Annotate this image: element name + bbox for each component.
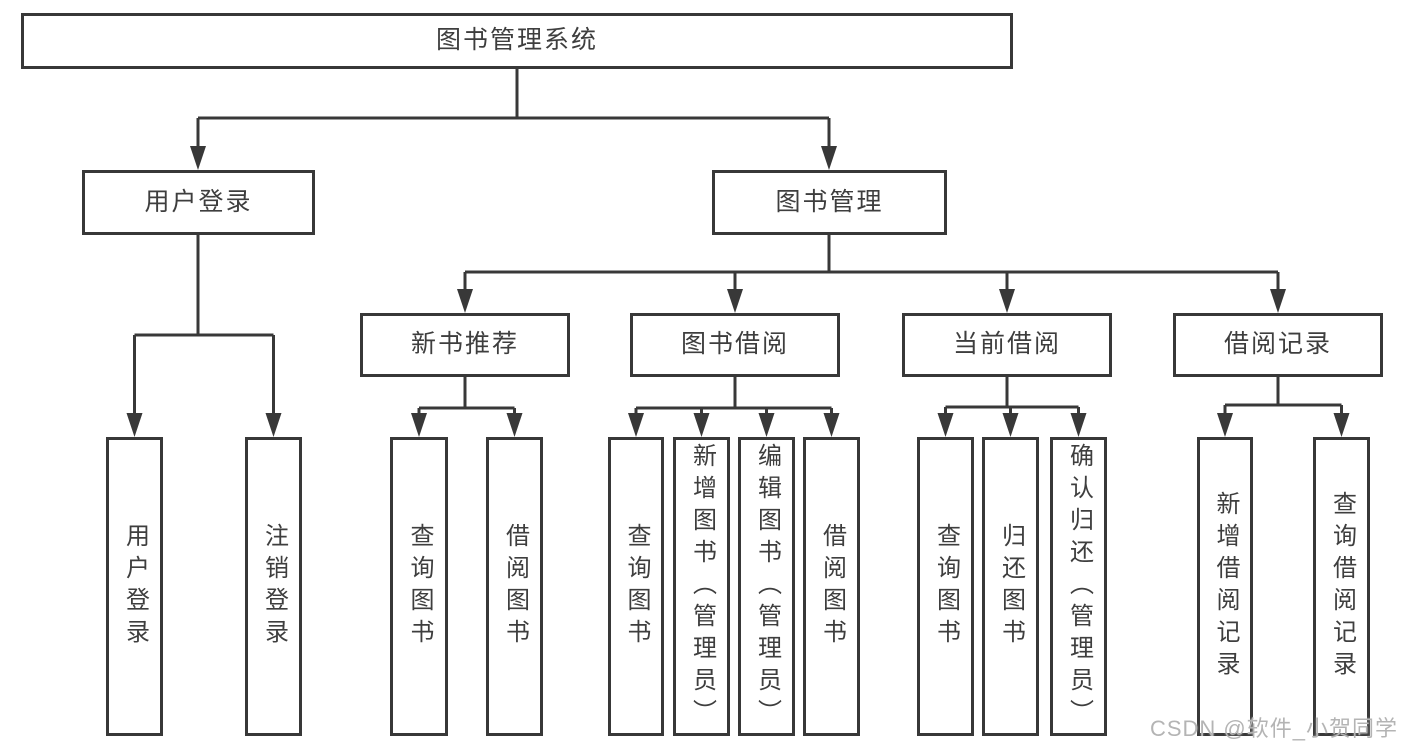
- leaf-borrowing-borrow: 借阅图书: [803, 437, 860, 736]
- leaf-new-books-query-label: 查询图书: [406, 522, 433, 651]
- arrowhead-icon: [457, 289, 473, 313]
- arrowhead-icon: [265, 413, 282, 437]
- leaf-user-login-label: 用户登录: [121, 522, 149, 651]
- node-book-mgmt: 图书管理: [712, 170, 947, 235]
- arrowhead-icon: [126, 413, 143, 437]
- connector-records-branch: [1223, 377, 1343, 418]
- leaf-current-confirm: 确认归还（管理员）: [1050, 437, 1107, 736]
- node-user-login: 用户登录: [82, 170, 315, 235]
- leaf-new-books-query: 查询图书: [390, 437, 448, 736]
- leaf-logout: 注销登录: [245, 437, 302, 736]
- leaf-borrowing-borrow-label: 借阅图书: [818, 522, 846, 651]
- arrowhead-icon: [411, 413, 427, 437]
- arrowhead-icon: [1070, 413, 1087, 437]
- leaf-current-return-label: 归还图书: [997, 522, 1025, 651]
- leaf-records-add-label: 新增借阅记录: [1212, 490, 1239, 683]
- connector-new-books-branch: [417, 377, 516, 418]
- arrowhead-icon: [628, 413, 644, 437]
- arrowhead-icon: [190, 146, 206, 170]
- leaf-records-query-label: 查询借阅记录: [1328, 490, 1356, 683]
- leaf-new-books-borrow: 借阅图书: [486, 437, 543, 736]
- connector-borrowing-branch: [634, 377, 833, 418]
- node-user-login-label: 用户登录: [144, 187, 253, 216]
- node-new-books-label: 新书推荐: [410, 330, 519, 359]
- arrowhead-icon: [1270, 289, 1286, 313]
- leaf-borrowing-query: 查询图书: [608, 437, 664, 736]
- arrowhead-icon: [1002, 413, 1019, 437]
- leaf-borrowing-query-label: 查询图书: [623, 522, 650, 651]
- arrowhead-icon: [1333, 413, 1350, 437]
- node-borrowing-label: 图书借阅: [680, 330, 789, 359]
- connector-book-mgmt-branch: [463, 235, 1280, 294]
- node-current: 当前借阅: [902, 313, 1112, 377]
- leaf-records-add: 新增借阅记录: [1197, 437, 1253, 736]
- leaf-borrowing-add-label: 新增图书（管理员）: [688, 442, 716, 731]
- leaf-current-confirm-label: 确认归还（管理员）: [1065, 442, 1093, 731]
- leaf-current-query-label: 查询图书: [932, 522, 960, 651]
- arrowhead-icon: [693, 413, 710, 437]
- leaf-borrowing-add: 新增图书（管理员）: [673, 437, 730, 736]
- node-records: 借阅记录: [1173, 313, 1383, 377]
- node-book-mgmt-label: 图书管理: [775, 187, 884, 216]
- connector-current-branch: [944, 377, 1080, 418]
- arrowhead-icon: [758, 413, 775, 437]
- connector-user-login-branch: [133, 235, 275, 418]
- leaf-borrowing-edit: 编辑图书（管理员）: [738, 437, 795, 736]
- arrowhead-icon: [823, 413, 840, 437]
- arrowhead-icon: [821, 146, 837, 170]
- leaf-new-books-borrow-label: 借阅图书: [501, 522, 529, 651]
- node-root-label: 图书管理系统: [435, 26, 598, 55]
- connector-root-branch: [196, 69, 831, 152]
- node-current-label: 当前借阅: [952, 330, 1061, 359]
- csdn-watermark: CSDN @软件_小贺同学: [1149, 716, 1398, 741]
- node-new-books: 新书推荐: [360, 313, 570, 377]
- node-records-label: 借阅记录: [1223, 330, 1332, 359]
- leaf-borrowing-edit-label: 编辑图书（管理员）: [753, 442, 781, 731]
- node-borrowing: 图书借阅: [630, 313, 840, 377]
- node-root: 图书管理系统: [21, 13, 1013, 69]
- arrowhead-icon: [999, 289, 1015, 313]
- arrowhead-icon: [506, 413, 523, 437]
- leaf-current-return: 归还图书: [982, 437, 1039, 736]
- arrowhead-icon: [1217, 413, 1233, 437]
- leaf-logout-label: 注销登录: [260, 522, 288, 651]
- leaf-user-login: 用户登录: [106, 437, 163, 736]
- arrowhead-icon: [937, 413, 954, 437]
- leaf-records-query: 查询借阅记录: [1313, 437, 1370, 736]
- arrowhead-icon: [727, 289, 743, 313]
- leaf-current-query: 查询图书: [917, 437, 974, 736]
